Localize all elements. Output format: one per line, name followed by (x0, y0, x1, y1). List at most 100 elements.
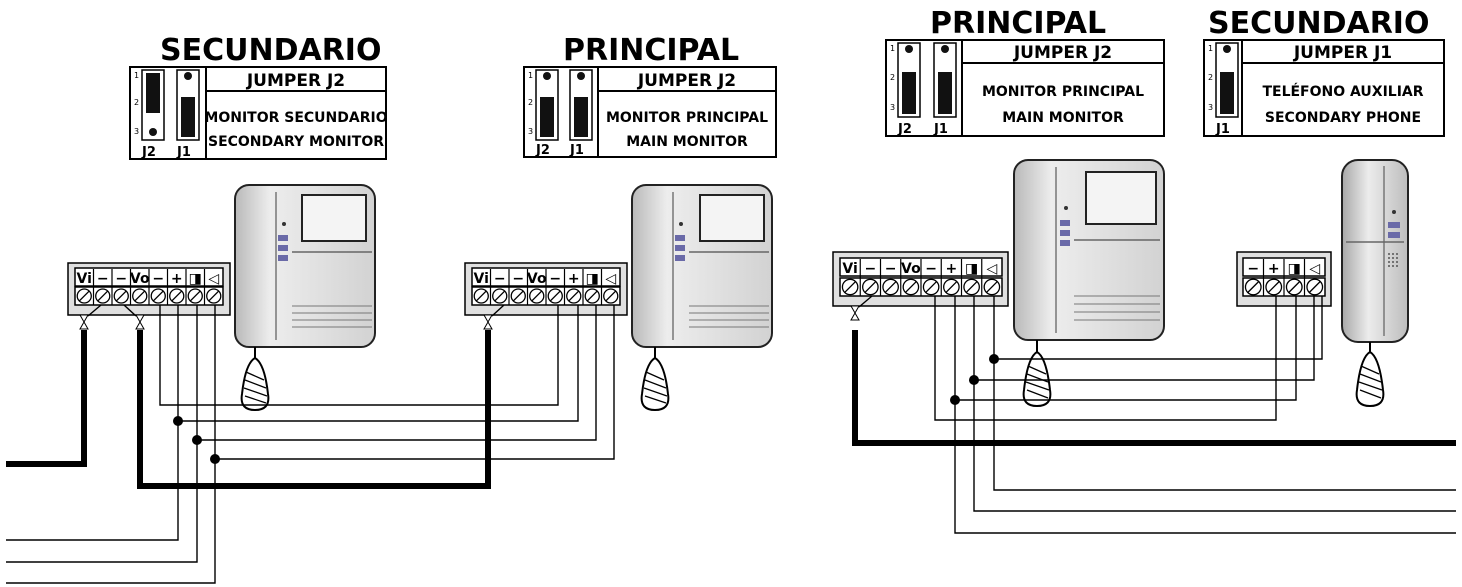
jumper-box-main: 1 2 3 J2 J1 JUMPER J2 MONITOR PRINCIPAL … (885, 39, 1165, 137)
terminal-label: − (97, 271, 109, 287)
terminal-label: ◁ (208, 271, 219, 287)
jumper-pin (1223, 45, 1231, 53)
pin-number: 3 (528, 127, 533, 136)
jumper-name: J1 (933, 122, 948, 137)
auxiliary-phone (1341, 159, 1409, 408)
terminal-label: ◨ (1288, 261, 1301, 277)
jumper-pin (905, 45, 913, 53)
main-title: PRINCIPAL (930, 6, 1106, 41)
terminal-label: − (512, 271, 524, 287)
coax-cable-in (6, 330, 87, 467)
video-monitor-main (1013, 159, 1165, 408)
jumper-name: J1 (1215, 122, 1230, 137)
handset-cord-icon (1355, 350, 1385, 408)
monitor-screen (1085, 171, 1157, 225)
monitor-button (1060, 230, 1070, 236)
terminal-label: Vo (130, 271, 150, 287)
terminal-label: + (946, 261, 958, 277)
terminal-label: Vi (77, 271, 92, 287)
jumper-box-secondary: 1 2 3 J2 J1 JUMPER J2 MONITOR SECUNDARIO… (129, 66, 388, 160)
secondary-title: SECUNDARIO (160, 33, 381, 68)
jumper-name: J1 (176, 145, 191, 160)
monitor-button (1060, 240, 1070, 246)
wiring-right (850, 295, 1456, 534)
terminal-label: ◨ (965, 261, 978, 277)
terminal-block-secondary: Vi−−Vo−+◨◁ (67, 262, 231, 316)
jumper-bridge (181, 97, 195, 137)
terminal-label: − (115, 271, 127, 287)
monitor-button (675, 255, 685, 261)
pin-number: 3 (134, 127, 139, 136)
video-monitor-main (631, 184, 773, 412)
phone-button (1388, 222, 1400, 228)
jumper-bridge (938, 72, 952, 114)
monitor-button (1060, 220, 1070, 226)
terminal-label: − (925, 261, 937, 277)
jumper-name: J1 (569, 143, 584, 158)
terminal-label: ◨ (189, 271, 202, 287)
terminal-label: Vo (527, 271, 547, 287)
terminal-label: Vo (901, 261, 921, 277)
jumper-header: JUMPER J2 (1013, 43, 1112, 63)
terminal-label: + (1268, 261, 1280, 277)
jumper-line-1: MONITOR PRINCIPAL (982, 84, 1144, 100)
terminal-label: + (171, 271, 183, 287)
jumper-box-secondary: 1 2 3 J1 JUMPER J1 TELÉFONO AUXILIAR SEC… (1203, 39, 1445, 137)
coax-cable-in (852, 330, 1456, 446)
jumper-line-1: MONITOR SECUNDARIO (204, 110, 387, 126)
pin-number: 1 (1208, 44, 1213, 53)
monitor-screen (699, 194, 765, 242)
monitor-button (278, 235, 288, 241)
jumper-header: JUMPER J2 (246, 71, 345, 91)
terminal-label: − (885, 261, 897, 277)
pin-number: 3 (1208, 103, 1213, 112)
terminal-label: − (1247, 261, 1259, 277)
pin-number: 3 (890, 103, 895, 112)
jumper-line-2: MAIN MONITOR (1002, 110, 1124, 126)
monitor-button (675, 245, 685, 251)
pin-number: 2 (890, 73, 895, 82)
pin-number: 1 (134, 71, 139, 80)
handset-cord-icon (1022, 350, 1052, 408)
pin-number: 2 (134, 98, 139, 107)
terminal-block-main: Vi−−Vo−+◨◁ (832, 251, 1009, 307)
jumper-box-main: 1 2 3 J2 J1 JUMPER J2 MONITOR PRINCIPAL … (523, 66, 777, 158)
terminal-label: Vi (842, 261, 857, 277)
speaker-grille-icon (1388, 253, 1398, 267)
jumper-line-1: TELÉFONO AUXILIAR (1262, 83, 1423, 100)
jumper-header: JUMPER J2 (637, 71, 736, 91)
main-title: PRINCIPAL (563, 33, 739, 68)
secondary-title: SECUNDARIO (1208, 6, 1429, 41)
terminal-label: − (865, 261, 877, 277)
jumper-bridge (1220, 72, 1234, 114)
jumper-bridge (146, 73, 160, 113)
terminal-label: Vi (474, 271, 489, 287)
jumper-pin (577, 72, 585, 80)
terminal-block-main: Vi−−Vo−+◨◁ (464, 262, 628, 316)
terminal-label: − (152, 271, 164, 287)
video-monitor-secondary (234, 184, 376, 412)
jumper-bridge (574, 97, 588, 137)
jumper-name: J2 (897, 122, 912, 137)
jumper-line-2: SECONDARY PHONE (1265, 110, 1421, 126)
jumper-line-2: MAIN MONITOR (626, 134, 748, 150)
terminal-label: + (568, 271, 580, 287)
monitor-screen (301, 194, 367, 242)
terminal-label: ◁ (605, 271, 616, 287)
terminal-label: ◁ (1309, 261, 1320, 277)
jumper-pin (184, 72, 192, 80)
jumper-header: JUMPER J1 (1293, 43, 1392, 63)
jumper-pin (543, 72, 551, 80)
wiring-left (6, 304, 615, 584)
jumper-pin (149, 128, 157, 136)
terminal-label: − (494, 271, 506, 287)
pin-number: 2 (528, 98, 533, 107)
terminal-label: ◨ (586, 271, 599, 287)
pin-number: 2 (1208, 73, 1213, 82)
terminal-label: − (549, 271, 561, 287)
monitor-button (278, 245, 288, 251)
jumper-pin (941, 45, 949, 53)
terminal-block-phone: −+ ◨ ◁ (1236, 251, 1332, 307)
terminal-label: ◁ (986, 261, 997, 277)
